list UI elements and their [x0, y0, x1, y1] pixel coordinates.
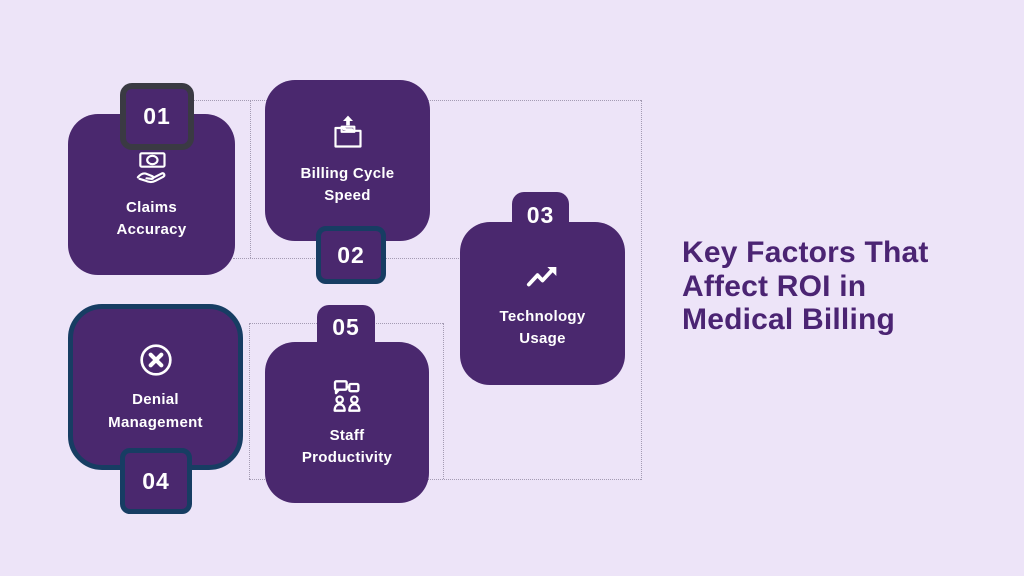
connector-line: [249, 323, 250, 479]
team-chat-icon: [327, 376, 367, 416]
card-denial-management: Denial Management: [68, 304, 243, 470]
step-number: 01: [143, 103, 171, 129]
page-title-line: Medical Billing: [682, 303, 896, 337]
step-number: 03: [526, 201, 555, 228]
card-label-line: Usage: [519, 330, 566, 347]
page-title-line: Key Factors That: [682, 236, 929, 269]
card-label-line: Denial: [132, 391, 179, 408]
card-label-line: Claims: [126, 198, 177, 216]
card-label-line: Management: [108, 413, 203, 431]
step-number-badge: 01: [120, 83, 194, 150]
connector-line: [641, 100, 642, 480]
card-label-line: Technology: [499, 307, 586, 325]
card-label-line: Speed: [324, 187, 371, 204]
page-title-line: Affect ROI in: [682, 269, 867, 303]
connector-line: [250, 100, 251, 258]
connector-line: [443, 323, 444, 479]
card-label-line: Billing Cycle: [300, 164, 395, 182]
step-number-badge: 04: [120, 448, 192, 514]
card-staff-productivity: Staff Productivity: [265, 342, 429, 503]
card-label-line: Accuracy: [116, 221, 187, 238]
step-number-badge: 03: [512, 192, 569, 238]
card-technology-usage: Technology Usage: [460, 222, 625, 385]
step-number-badge: 05: [317, 305, 375, 349]
card-label-line: Staff: [329, 426, 365, 444]
trend-up-icon: [523, 257, 563, 297]
folder-upload-icon: [328, 114, 368, 154]
step-number: 05: [332, 313, 360, 340]
page-title: Key Factors That Affect ROI in Medical B…: [682, 236, 972, 337]
step-number-badge: 02: [316, 226, 386, 284]
connector-line: [249, 479, 641, 480]
money-in-hand-icon: [132, 148, 172, 188]
step-number: 02: [337, 241, 365, 268]
circle-x-icon: [136, 340, 176, 380]
card-billing-cycle-speed: Billing Cycle Speed: [265, 80, 430, 241]
card-label-line: Productivity: [301, 449, 393, 466]
step-number: 04: [142, 467, 170, 494]
